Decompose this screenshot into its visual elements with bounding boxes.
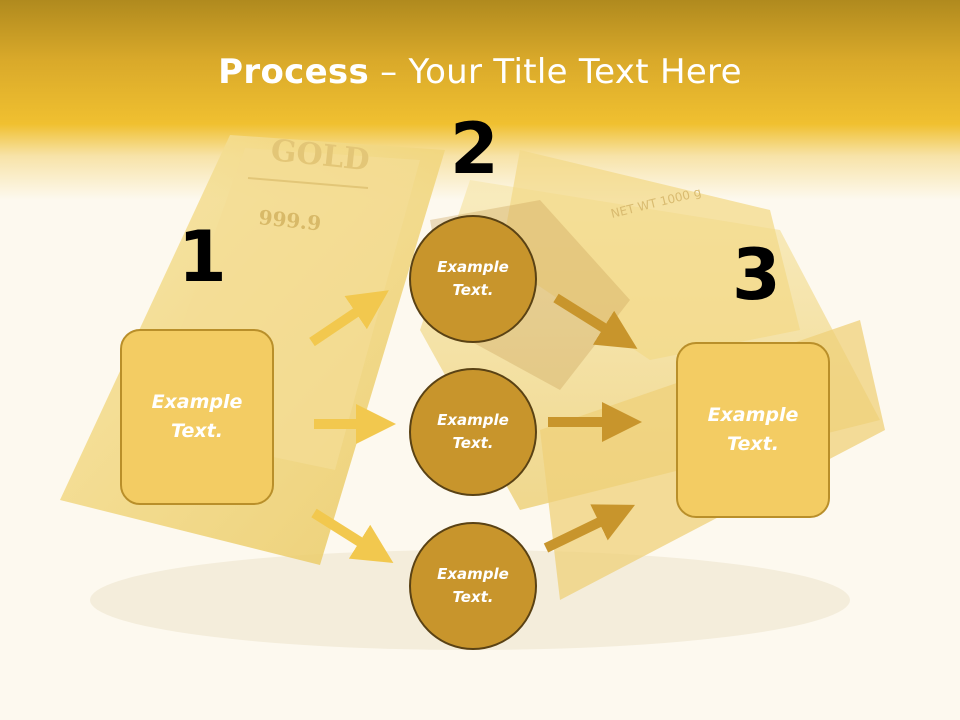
title-bold: Process <box>218 52 370 92</box>
arrow-bottom-to-right <box>543 504 636 553</box>
step-number-1: 1 <box>178 216 227 298</box>
title-rest: – Your Title Text Here <box>369 52 742 92</box>
arrow-top-to-right <box>553 293 638 349</box>
circle-middle: Example Text. <box>409 368 537 496</box>
slide-title: Process – Your Title Text Here <box>0 52 960 92</box>
arrow-left-to-bottom <box>311 508 394 563</box>
circle-bottom: Example Text. <box>409 522 537 650</box>
right-text-box: Example Text. <box>676 342 830 518</box>
arrow-left-to-top <box>309 290 389 347</box>
left-text-box: Example Text. <box>120 329 274 505</box>
circle-top: Example Text. <box>409 215 537 343</box>
step-number-2: 2 <box>450 108 499 190</box>
header-band <box>0 0 960 200</box>
step-number-3: 3 <box>732 234 781 316</box>
